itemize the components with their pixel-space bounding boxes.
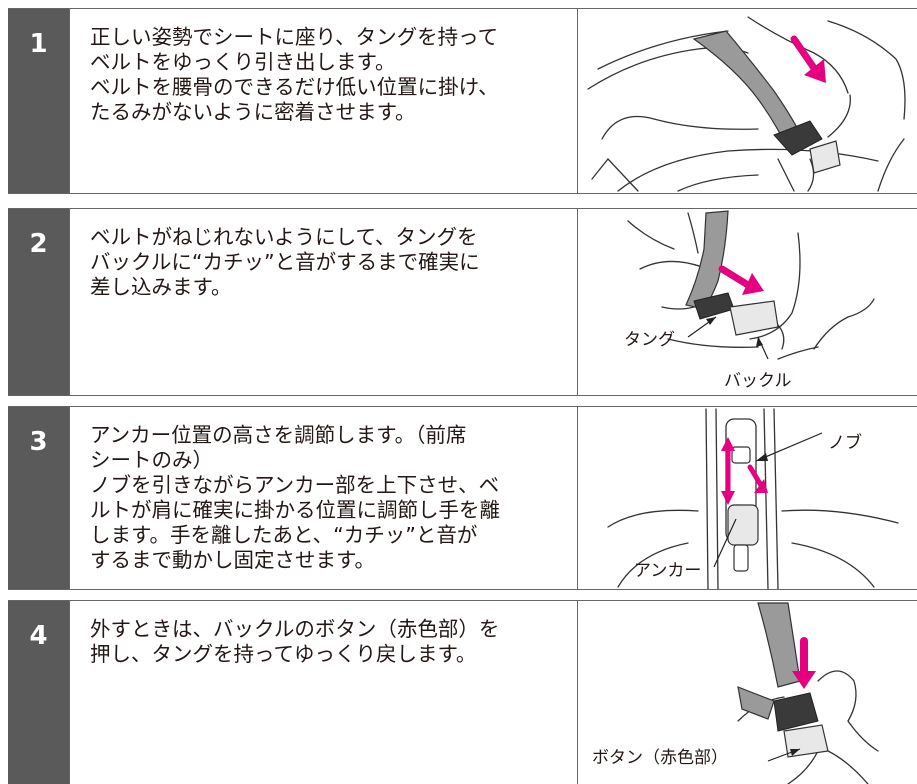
step-number: 1 (29, 29, 48, 59)
step-instruction: 外すときは、バックルのボタン（赤色部）を 押し、タングを持ってゆっくり戻します。 (90, 617, 500, 666)
callout-tongue: タング (624, 330, 675, 350)
step-number-cell: 3 (8, 407, 69, 589)
step-instruction: アンカー位置の高さを調節します。（前席 シートのみ） ノブを引きながらアンカー部… (90, 423, 500, 572)
step-instruction-cell: ベルトがねじれないようにして、タングを バックルに“カチッ”と音がするまで確実に… (69, 209, 578, 395)
step-illustration (578, 9, 917, 193)
step-1: 1 正しい姿勢でシートに座り、タングを持って ベルトをゆっくり引き出します。 ベ… (8, 8, 917, 194)
step-number: 3 (29, 427, 48, 457)
step-illustration: タング バックル (578, 209, 917, 395)
anchor-adjust-illustration (607, 408, 899, 589)
step-4: 4 外すときは、バックルのボタン（赤色部）を 押し、タングを持ってゆっくり戻しま… (8, 600, 917, 784)
step-3: 3 アンカー位置の高さを調節します。（前席 シートのみ） ノブを引きながらアンカ… (8, 406, 917, 590)
step-number-cell: 2 (8, 209, 69, 395)
buckle-release-illustration (737, 602, 879, 784)
callout-knob: ノブ (828, 433, 862, 453)
buckle-insert-illustration (627, 210, 875, 360)
step-instruction: 正しい姿勢でシートに座り、タングを持って ベルトをゆっくり引き出します。 ベルト… (90, 25, 499, 124)
step-instruction-cell: アンカー位置の高さを調節します。（前席 シートのみ） ノブを引きながらアンカー部… (69, 407, 578, 589)
step-number: 2 (29, 229, 48, 259)
step-number-cell: 4 (8, 601, 69, 784)
step-number: 4 (29, 621, 48, 651)
step-instruction-cell: 外すときは、バックルのボタン（赤色部）を 押し、タングを持ってゆっくり戻します。 (69, 601, 578, 784)
callout-anchor: アンカー (634, 561, 702, 581)
step-illustration: ボタン（赤色部） (578, 601, 917, 784)
step-2: 2 ベルトがねじれないようにして、タングを バックルに“カチッ”と音がするまで確… (8, 208, 917, 396)
callout-release-button: ボタン（赤色部） (592, 748, 728, 768)
callout-buckle: バックル (724, 371, 792, 391)
seatbelt-pull-illustration (587, 16, 906, 192)
step-instruction-cell: 正しい姿勢でシートに座り、タングを持って ベルトをゆっくり引き出します。 ベルト… (69, 9, 578, 193)
step-illustration: ノブ アンカー (578, 407, 917, 589)
step-number-cell: 1 (8, 9, 69, 193)
step-instruction: ベルトがねじれないようにして、タングを バックルに“カチッ”と音がするまで確実に… (90, 225, 480, 299)
